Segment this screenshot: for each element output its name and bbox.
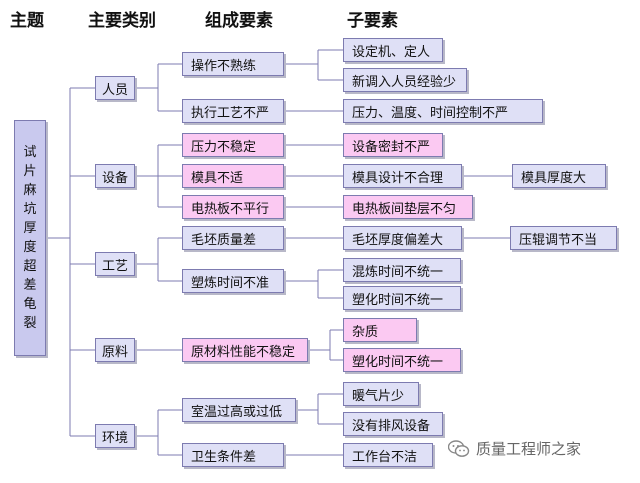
sub-new-staff-inexperienced: 新调入人员经验少 <box>343 68 467 92</box>
element-plastication-time-inaccurate: 塑炼时间不准 <box>182 269 284 293</box>
sub-no-exhaust: 没有排风设备 <box>343 412 443 436</box>
sub-mixing-time-inconsistent: 混炼时间不统一 <box>343 258 461 282</box>
sub2-mold-thickness-large: 模具厚度大 <box>512 164 606 188</box>
sub-mold-design-unreasonable: 模具设计不合理 <box>343 164 462 188</box>
category-personnel: 人员 <box>95 76 135 100</box>
theme-char: 度 <box>23 240 37 255</box>
element-blank-quality-poor: 毛坯质量差 <box>182 226 284 250</box>
category-material: 原料 <box>95 338 135 362</box>
category-process: 工艺 <box>95 252 135 276</box>
sub-fixed-machine-person: 设定机、定人 <box>343 38 443 62</box>
theme-char: 坑 <box>23 202 37 217</box>
element-raw-material-unstable: 原材料性能不稳定 <box>182 338 308 362</box>
theme-char: 裂 <box>23 316 37 331</box>
sub-impurities: 杂质 <box>343 318 417 342</box>
sub2-roller-adjustment-improper: 压辊调节不当 <box>510 226 617 250</box>
theme-char: 试 <box>23 145 37 160</box>
theme-char: 龟 <box>23 297 37 312</box>
sub-blank-thickness-deviation: 毛坯厚度偏差大 <box>343 226 462 250</box>
sub-plastication-time-inconsistent-2: 塑化时间不统一 <box>343 348 461 372</box>
sub-few-radiators: 暖气片少 <box>343 382 419 406</box>
header-component: 组成要素 <box>205 11 273 31</box>
theme-box: 试 片 麻 坑 厚 度 超 差 龟 裂 <box>14 120 46 356</box>
header-theme: 主题 <box>10 11 44 31</box>
sub-pad-layer-uneven: 电热板间垫层不匀 <box>343 195 473 219</box>
theme-char: 厚 <box>23 221 37 236</box>
element-poor-hygiene: 卫生条件差 <box>182 443 284 467</box>
header-main-category: 主要类别 <box>88 11 156 31</box>
element-unskilled-operation: 操作不熟练 <box>182 52 284 76</box>
element-mold-unsuitable: 模具不适 <box>182 164 284 188</box>
theme-char: 超 <box>23 259 37 274</box>
theme-char: 片 <box>23 164 37 179</box>
element-heating-plate-not-parallel: 电热板不平行 <box>182 195 284 219</box>
sub-seal-not-tight: 设备密封不严 <box>343 133 443 157</box>
sub-workbench-dirty: 工作台不洁 <box>343 443 433 467</box>
element-room-temperature: 室温过高或过低 <box>182 398 296 422</box>
sub-control-not-strict: 压力、温度、时间控制不严 <box>343 99 543 123</box>
watermark-text: 质量工程师之家 <box>476 440 582 458</box>
watermark: 质量工程师之家 <box>447 438 582 459</box>
category-equipment: 设备 <box>95 164 135 188</box>
element-process-not-strict: 执行工艺不严 <box>182 99 284 123</box>
header-sub-element: 子要素 <box>347 11 398 31</box>
theme-char: 差 <box>23 278 37 293</box>
sub-plastication-time-inconsistent: 塑化时间不统一 <box>343 286 461 310</box>
element-pressure-unstable: 压力不稳定 <box>182 133 284 157</box>
theme-char: 麻 <box>23 183 37 198</box>
wechat-icon <box>447 439 470 458</box>
category-environment: 环境 <box>95 424 135 448</box>
